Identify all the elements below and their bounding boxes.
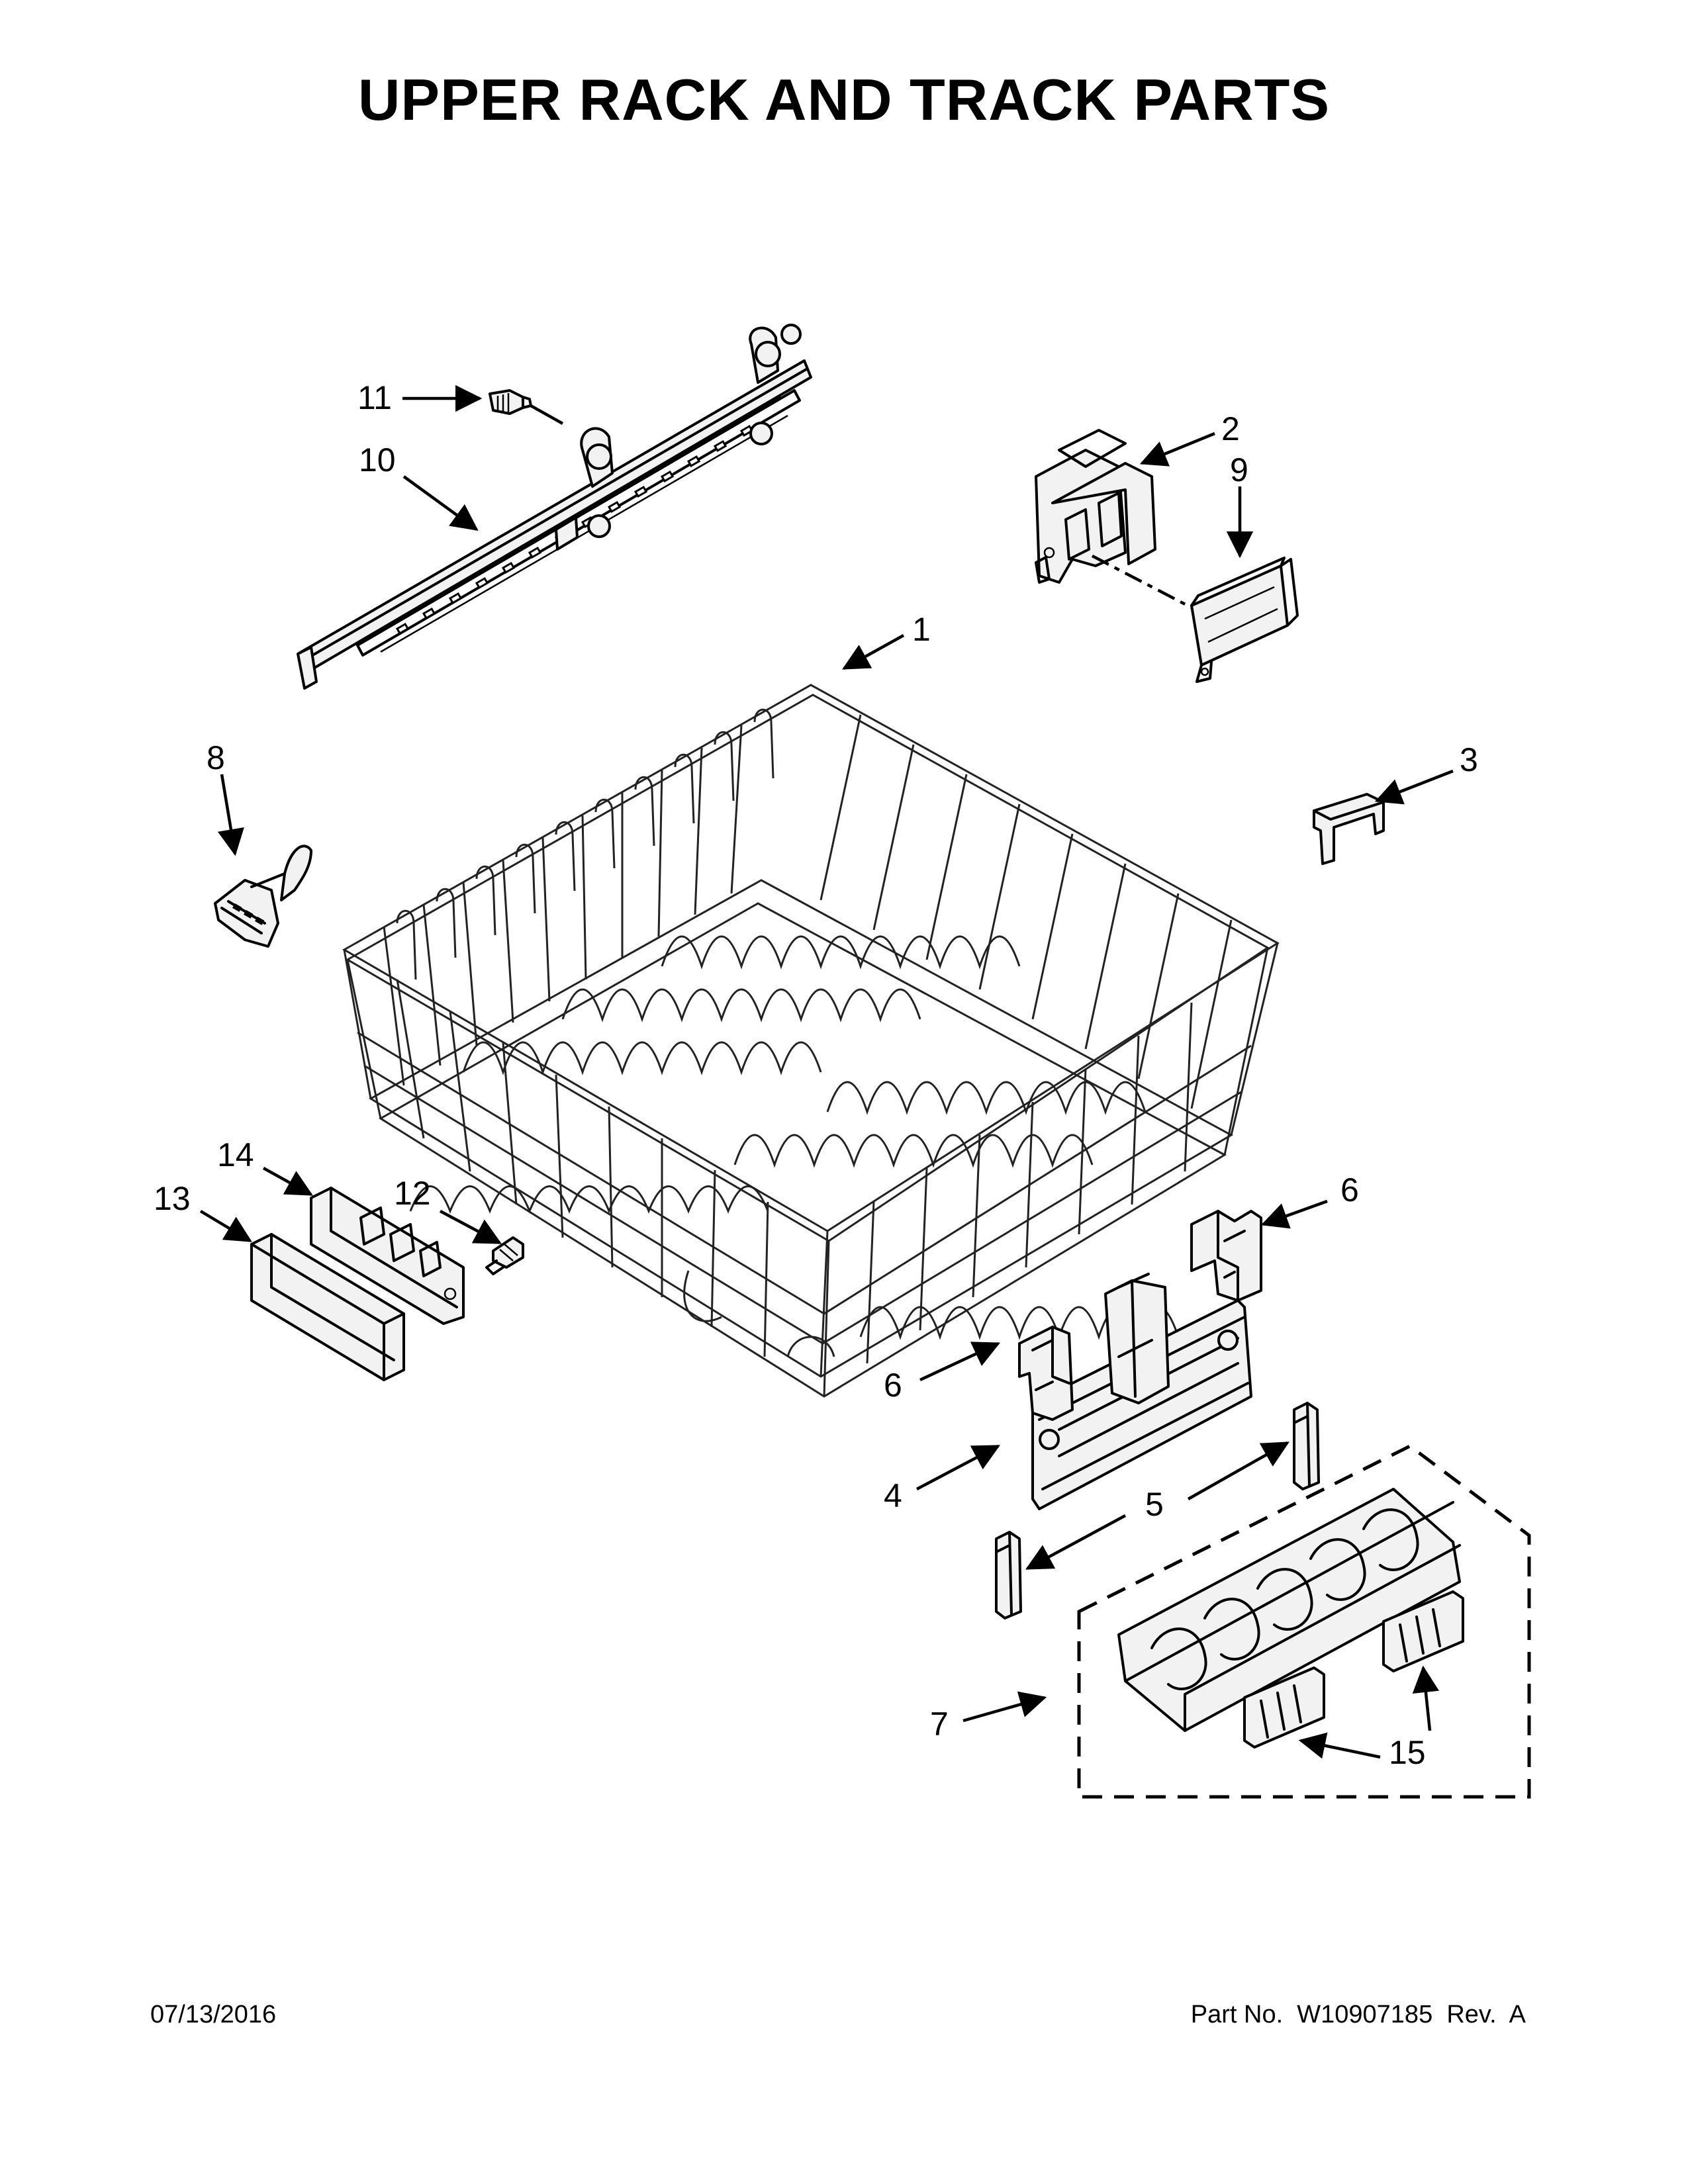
callout-9: 9 [1230, 451, 1248, 488]
callout-2: 2 [1221, 410, 1240, 447]
pin-part-5-left [995, 1531, 1022, 1619]
callout-12: 12 [394, 1175, 431, 1212]
adjuster-housing-part-2 [1035, 429, 1156, 584]
callout-13: 13 [154, 1180, 191, 1217]
handle-part-13 [250, 1233, 405, 1381]
adjuster-cover-part-9 [1190, 557, 1299, 683]
clip-part-6-lower [1018, 1326, 1074, 1421]
callout-8: 8 [207, 739, 225, 776]
callout-14: 14 [217, 1136, 254, 1173]
callout-7: 7 [930, 1706, 949, 1743]
clip-part-6-upper [1190, 1210, 1262, 1302]
callout-4: 4 [884, 1477, 902, 1514]
handle-bracket-part-14 [310, 1187, 465, 1325]
leader-lines [199, 385, 1454, 1759]
screw-part-12 [485, 1236, 524, 1275]
clip-part-3 [1313, 793, 1385, 865]
callout-3: 3 [1460, 741, 1478, 778]
latch-part-8 [214, 844, 312, 948]
callout-11: 11 [357, 379, 392, 416]
callout-15: 15 [1389, 1734, 1426, 1771]
page-title: UPPER RACK AND TRACK PARTS [357, 67, 1331, 132]
track-rail-part [297, 324, 812, 690]
callout-labels: 11 10 2 9 1 8 3 14 12 13 6 6 4 5 7 15 [154, 379, 1478, 1771]
callout-10: 10 [359, 441, 396, 478]
pin-part-5-right [1293, 1402, 1320, 1490]
callout-1: 1 [912, 611, 931, 648]
kit-box-part-7 [1077, 1444, 1531, 1799]
adjuster-rail-part-4 [1031, 1273, 1252, 1510]
callout-6-upper: 6 [1340, 1171, 1359, 1208]
footer-part-number: Part No. W10907185 Rev. A [1190, 2001, 1526, 2028]
screw-part-11 [489, 389, 532, 415]
footer-date: 07/13/2016 [150, 2001, 277, 2028]
callout-6-lower: 6 [884, 1367, 902, 1404]
callout-5: 5 [1145, 1486, 1164, 1523]
